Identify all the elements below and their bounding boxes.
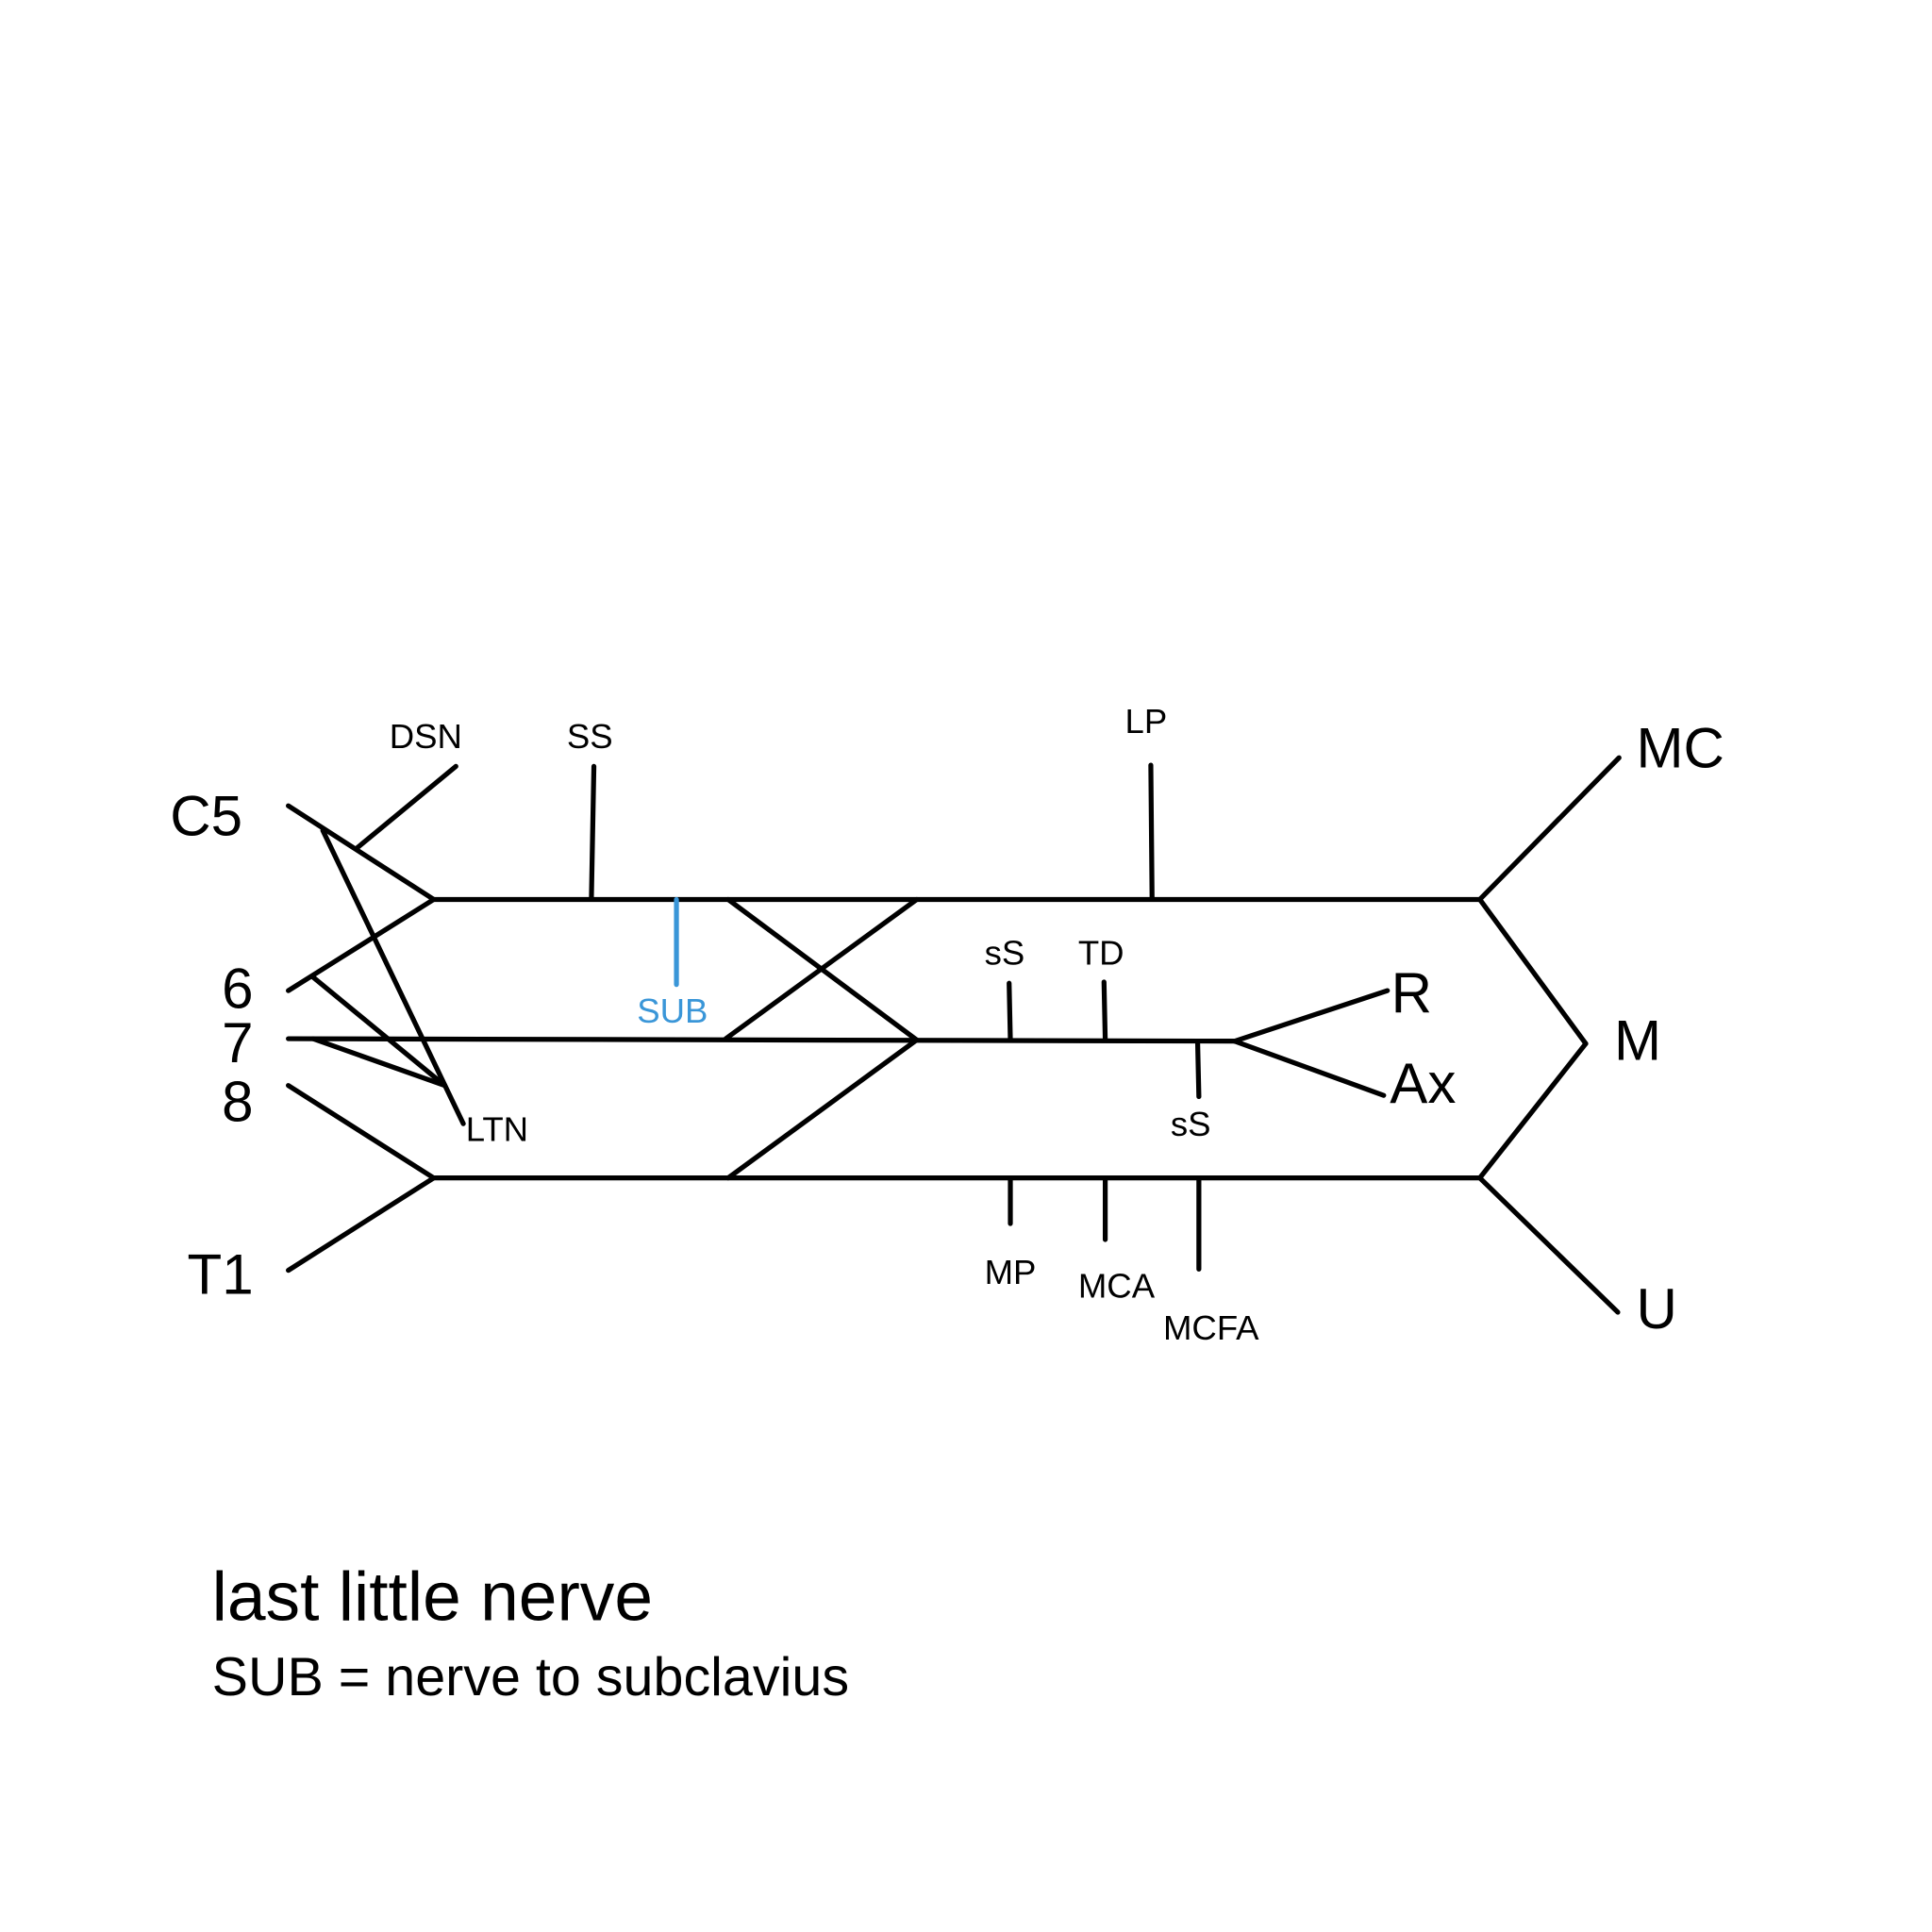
division-line (723, 896, 920, 1041)
mc-line (1477, 755, 1622, 903)
c5-root-line (286, 803, 437, 903)
r-line (1232, 988, 1391, 1044)
label-td: TD (1078, 934, 1124, 973)
t1-root-line (286, 1175, 437, 1274)
m-lower-line (1477, 1041, 1589, 1181)
m-upper-line (1477, 896, 1589, 1046)
dsn-line (355, 763, 458, 851)
ax-line (1232, 1039, 1387, 1098)
label-ss-lower: sS (1171, 1105, 1211, 1143)
terminal-labels: MC M R Ax U (1390, 717, 1724, 1341)
u-line (1477, 1175, 1621, 1315)
label-t1: T1 (188, 1242, 254, 1306)
ss-lower-line (1194, 1040, 1202, 1100)
label-u: U (1637, 1277, 1677, 1341)
ss-line (589, 763, 597, 900)
td-line (1101, 979, 1108, 1042)
note-title: last little nerve (212, 1559, 653, 1636)
ltn-c7-line (310, 1036, 448, 1089)
label-ss: SS (567, 717, 613, 756)
label-mca: MCA (1078, 1266, 1156, 1305)
ltn-line (320, 827, 466, 1126)
label-mcfa: MCFA (1163, 1308, 1259, 1347)
label-mp: MP (985, 1253, 1037, 1291)
label-m: M (1614, 1008, 1661, 1072)
label-sub: SUB (637, 991, 708, 1030)
label-c8: 8 (222, 1071, 253, 1134)
branch-labels: DSN SS SUB LTN LP sS TD sS MP MCA MCFA (390, 702, 1259, 1347)
ltn-c6-line (310, 974, 448, 1089)
c8-root-line (286, 1083, 437, 1181)
label-mc: MC (1637, 717, 1724, 780)
label-c7: 7 (222, 1011, 253, 1074)
nerve-lines (286, 755, 1622, 1315)
note-legend: SUB = nerve to subclavius (212, 1647, 849, 1707)
label-c6: 6 (222, 957, 253, 1020)
c7-root-line (286, 1036, 1238, 1044)
label-r: R (1391, 962, 1432, 1025)
label-ax: Ax (1390, 1052, 1456, 1115)
ss-upper-line (1007, 980, 1013, 1042)
label-lp: LP (1124, 702, 1167, 741)
division-line (725, 1037, 920, 1181)
label-ss-upper: sS (985, 934, 1025, 973)
root-labels: C5 6 7 8 T1 (170, 785, 253, 1307)
lp-line (1148, 762, 1155, 900)
label-ltn: LTN (466, 1109, 528, 1148)
label-dsn: DSN (390, 717, 462, 756)
label-c5: C5 (170, 785, 242, 848)
